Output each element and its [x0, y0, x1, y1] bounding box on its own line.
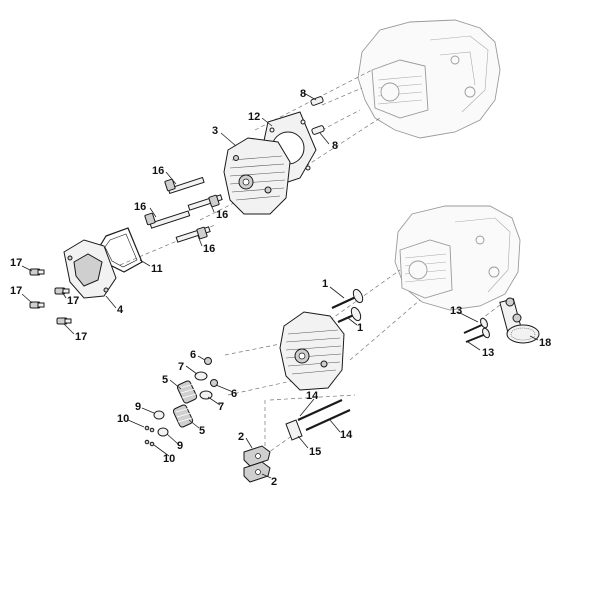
camshaft: [499, 297, 540, 344]
cover-screw-2: [29, 301, 45, 309]
callout-17-a: 17: [10, 257, 22, 269]
callout-5-a: 5: [162, 374, 168, 386]
push-rod-guide: [285, 419, 303, 441]
cover-screw-4: [56, 317, 72, 325]
callout-17-d: 17: [75, 331, 87, 343]
callout-2-a: 2: [238, 431, 244, 443]
valve-spring-1: [176, 380, 198, 404]
callout-13-b: 13: [482, 347, 494, 359]
push-rod-1: [297, 398, 343, 422]
callout-2-b: 2: [271, 476, 277, 488]
callout-14-b: 14: [340, 429, 353, 441]
rocker-arm-2: [243, 461, 271, 483]
valve-keeper-1: [204, 357, 212, 365]
tappet-1: [463, 317, 488, 334]
rocker-arm-1: [243, 445, 271, 467]
small-clip-2: [144, 439, 155, 447]
callout-1-a: 1: [322, 278, 328, 290]
dowel-pin-bottom: [311, 125, 325, 135]
callout-13-a: 13: [450, 305, 462, 317]
callout-11: 11: [151, 263, 163, 275]
push-rod-2: [305, 408, 351, 432]
callout-10-a: 10: [117, 413, 129, 425]
valve-1: [331, 288, 364, 309]
head-bolt-3: [187, 194, 223, 211]
valve-2: [337, 306, 362, 324]
callout-16-d: 16: [203, 243, 215, 255]
small-clip-1: [144, 425, 155, 433]
leader-lines: [21, 92, 539, 479]
valve-spring-2: [172, 404, 194, 428]
callout-4: 4: [117, 304, 124, 316]
valve-cover: [63, 239, 117, 299]
callout-3: 3: [212, 125, 218, 137]
spring-retainer-1: [194, 371, 208, 381]
engine-block-lower: [394, 205, 521, 311]
callout-16-c: 16: [216, 209, 228, 221]
cylinder-head-lower: [279, 311, 345, 391]
callout-18: 18: [539, 337, 551, 349]
callout-7-a: 7: [178, 361, 184, 373]
valve-keeper-2: [210, 379, 218, 387]
head-bolt-1: [164, 176, 205, 195]
engine-block-upper: [357, 19, 501, 139]
callout-6-a: 6: [190, 349, 196, 361]
valve-seal-2: [157, 427, 169, 437]
callout-17-c: 17: [67, 295, 79, 307]
callout-1-b: 1: [357, 322, 363, 334]
callout-8-bottom: 8: [332, 140, 338, 152]
callout-6-b: 6: [231, 388, 237, 400]
callout-16-b: 16: [134, 201, 146, 213]
callout-12: 12: [248, 111, 260, 123]
callout-17-b: 17: [10, 285, 22, 297]
callout-9-b: 9: [177, 440, 183, 452]
cover-screw-3: [54, 287, 70, 295]
spring-retainer-2: [199, 390, 213, 400]
callout-labels: 8 8 12 3 16 16 16 16 11 4 17 17 17 17 1 …: [10, 88, 551, 488]
cover-screw-1: [29, 268, 45, 276]
callout-9-a: 9: [135, 401, 141, 413]
cylinder-head-upper: [223, 137, 291, 215]
callout-16-a: 16: [152, 165, 164, 177]
callout-8-top: 8: [300, 88, 306, 100]
callout-14-a: 14: [306, 390, 319, 402]
callout-5-b: 5: [199, 425, 205, 437]
tappet-2: [465, 327, 490, 343]
head-bolt-4: [175, 226, 211, 243]
callout-15: 15: [309, 446, 321, 458]
head-bolt-2: [144, 210, 191, 229]
dowel-pin-top: [310, 96, 324, 106]
valve-seal-1: [153, 410, 165, 420]
callout-7-b: 7: [218, 401, 224, 413]
callout-10-b: 10: [163, 453, 175, 465]
